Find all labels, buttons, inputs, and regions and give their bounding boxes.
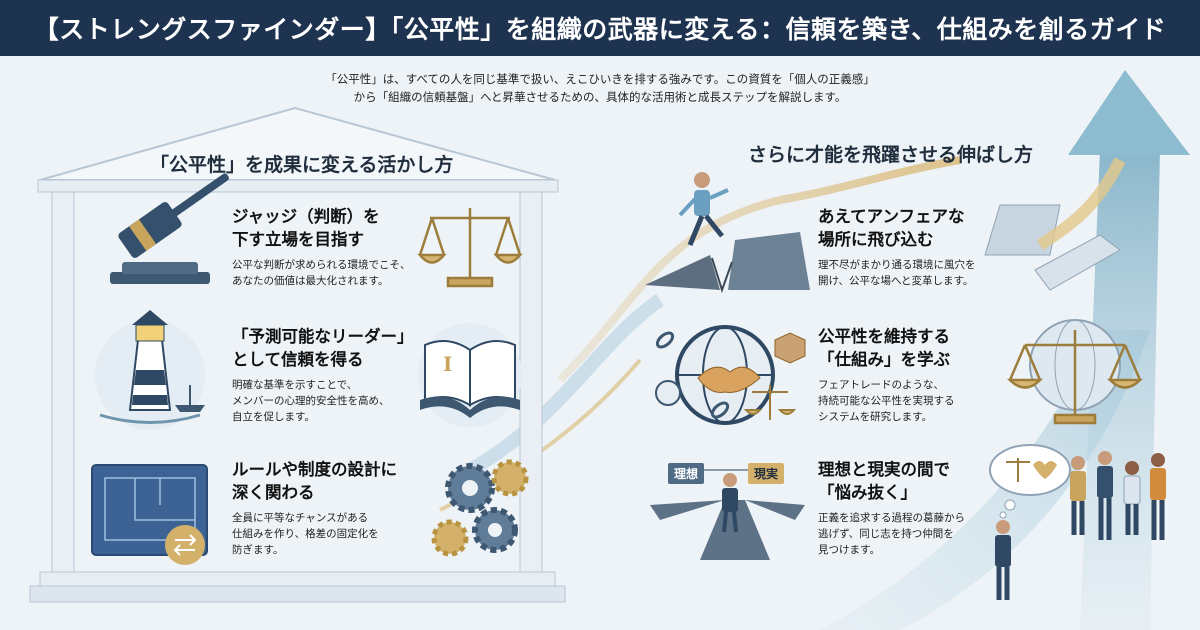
- item-heading: 「予測可能なリーダー」: [232, 327, 414, 346]
- item-heading: 深く関わる: [232, 483, 315, 502]
- left-item-predictable-leader: 「予測可能なリーダー」として信頼を得る 明確な基準を示すことで、メンバーの心理的…: [232, 325, 417, 425]
- item-heading: ルールや制度の設計に: [232, 460, 397, 479]
- item-body: 公平な判断が求められる環境でこそ、: [232, 259, 411, 271]
- gears-icon: [431, 459, 529, 557]
- item-body: 仕組みを作り、格差の固定化を: [232, 528, 379, 540]
- box-icon: [774, 332, 806, 364]
- item-heading: として信頼を得る: [232, 350, 364, 369]
- lighthouse-icon: [95, 310, 205, 430]
- cliff-jumper-icon: [645, 172, 810, 294]
- intro-text: 「公平性」は、すべての人を同じ基準で扱い、えこひいきを排する強みです。この資質を…: [300, 70, 900, 106]
- item-heading: 「悩み抜く」: [818, 483, 917, 502]
- crossroads-icon: [650, 469, 805, 560]
- item-body: 開け、公平な場へと変革します。: [818, 275, 974, 287]
- item-body: 全員に平等なチャンスがある: [232, 512, 369, 524]
- item-heading: ジャッジ（判断）を: [232, 207, 380, 226]
- blue-ribbon: [466, 294, 664, 477]
- item-heading: あえてアンフェアな: [818, 207, 965, 226]
- item-heading: 「仕組み」を学ぶ: [818, 350, 950, 369]
- right-item-struggle: 理想と現実の間で「悩み抜く」 正義を追求する過程の葛藤から逃げず、同じ志を持つ仲…: [818, 458, 998, 558]
- item-heading: 下す立場を目指す: [232, 230, 364, 249]
- item-heading: 場所に飛び込む: [818, 230, 934, 249]
- scale-icon: [417, 208, 523, 288]
- right-item-learn-systems: 公平性を維持する「仕組み」を学ぶ フェアトレードのような、持続可能な公平性を実現…: [818, 325, 998, 425]
- globe-scale-icon: [1006, 319, 1144, 425]
- item-heading: 理想と現実の間で: [818, 460, 950, 479]
- item-body: あなたの価値は最大化されます。: [232, 275, 389, 287]
- item-body: メンバーの心理的安全性を高め、: [232, 395, 390, 407]
- left-item-rule-design: ルールや制度の設計に深く関わる 全員に平等なチャンスがある仕組みを作り、格差の固…: [232, 458, 417, 558]
- item-body: 明確な基準を示すことで、: [232, 379, 358, 391]
- small-scale-icon: [743, 385, 797, 420]
- blueprint-icon: [91, 464, 208, 565]
- bridge-platform-icon: [984, 157, 1126, 291]
- left-section-title: 「公平性」を成果に変える活かし方: [150, 154, 454, 176]
- header-banner: 【ストレングスファインダー】「公平性」を組織の武器に変える：信頼を築き、仕組みを…: [0, 0, 1200, 56]
- item-heading: 公平性を維持する: [818, 327, 950, 346]
- page-title: 【ストレングスファインダー】「公平性」を組織の武器に変える：信頼を築き、仕組みを…: [33, 15, 1167, 44]
- globe-handshake-icon: [675, 325, 775, 425]
- item-body: 逃げず、同じ志を持つ仲間を: [818, 528, 954, 540]
- book-letter: I: [443, 352, 453, 376]
- team-group-icon: [995, 451, 1166, 600]
- item-body: フェアトレードのような、: [818, 379, 944, 391]
- item-body: 持続可能な公平性を実現する: [818, 395, 955, 407]
- chain-link-icon: [655, 331, 730, 419]
- sign-ideal: 理想: [668, 463, 705, 484]
- intro-line: から「組織の信頼基盤」へと昇華させるための、具体的な活用術と成長ステップを解説し…: [353, 90, 847, 104]
- item-body: 自立を促します。: [232, 411, 315, 423]
- item-body: 見つけます。: [818, 544, 880, 556]
- item-body: 理不尽がまかり通る環境に風穴を: [818, 259, 976, 271]
- intro-line: 「公平性」は、すべての人を同じ基準で扱い、えこひいきを排する強みです。この資質を…: [325, 72, 875, 86]
- right-section-title: さらに才能を飛躍させる伸ばし方: [748, 144, 1034, 166]
- right-item-unfair-place: あえてアンフェアな場所に飛び込む 理不尽がまかり通る環境に風穴を開け、公平な場へ…: [818, 205, 998, 289]
- sign-reality: 現実: [748, 463, 785, 484]
- item-body: 防ぎます。: [232, 544, 284, 556]
- gold-ribbon: [557, 156, 961, 383]
- small-globe-icon: [655, 380, 681, 406]
- left-item-judge: ジャッジ（判断）を下す立場を目指す 公平な判断が求められる環境でこそ、あなたの価…: [232, 205, 412, 289]
- book-icon: [418, 323, 522, 427]
- thought-bubble-icon: [989, 444, 1071, 519]
- temple-frame: [29, 106, 566, 603]
- item-body: システムを研究します。: [818, 411, 933, 423]
- gavel-icon: [110, 173, 229, 284]
- item-body: 正義を追求する過程の葛藤から: [818, 512, 965, 524]
